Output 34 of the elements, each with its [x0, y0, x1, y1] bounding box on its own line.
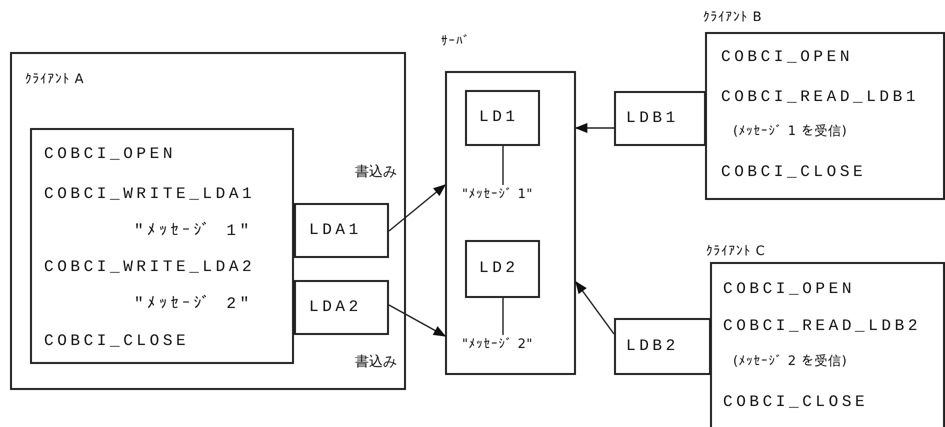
data-name-text: LDA1: [309, 220, 362, 240]
data-name-text: LD1: [479, 107, 519, 127]
message-text: "ﾒｯｾｰｼﾞ 2": [462, 336, 533, 354]
heading-text: ｻｰﾊﾞ: [441, 33, 470, 51]
annotation-text: 書込み: [355, 163, 397, 182]
program-line-text: COBCI_CLOSE: [721, 162, 866, 182]
arrow: [388, 184, 446, 232]
connector-line: [502, 298, 504, 335]
data-name-text: LDB1: [626, 108, 679, 128]
data-name-text: LD2: [479, 258, 519, 278]
connector-line: [502, 146, 504, 185]
program-line-text: COBCI_CLOSE: [44, 331, 190, 351]
program-line-text: COBCI_OPEN: [723, 279, 856, 299]
program-line-text: COBCI_OPEN: [44, 144, 176, 164]
heading-text: ｸﾗｲｱﾝﾄ B: [703, 9, 762, 27]
program-line-text: "ﾒｯｾｰｼﾞ 1": [134, 221, 253, 241]
heading-text: ｸﾗｲｱﾝﾄ C: [706, 243, 766, 261]
program-line-text: COBCI_CLOSE: [723, 392, 868, 412]
program-line-text: COBCI_OPEN: [721, 47, 854, 67]
arrow: [575, 280, 615, 334]
arrow: [388, 304, 446, 337]
program-line-text: "ﾒｯｾｰｼﾞ 2": [134, 294, 253, 314]
program-line-text: COBCI_WRITE_LDA1: [44, 184, 256, 204]
arrow: [574, 122, 614, 134]
program-line-text: COBCI_WRITE_LDA2: [44, 257, 256, 277]
program-line-text: (ﾒｯｾｰｼﾞ 1 を受信): [733, 123, 848, 141]
message-text: "ﾒｯｾｰｼﾞ 1": [462, 186, 533, 204]
annotation-text: 書込み: [355, 353, 397, 372]
data-name-text: LDB2: [626, 336, 679, 356]
data-name-text: LDA2: [309, 297, 362, 317]
heading-text: ｸﾗｲｱﾝﾄ A: [25, 71, 84, 89]
program-line-text: (ﾒｯｾｰｼﾞ 2 を受信): [733, 353, 848, 371]
program-line-text: COBCI_READ_LDB2: [723, 316, 922, 336]
program-line-text: COBCI_READ_LDB1: [721, 87, 920, 107]
